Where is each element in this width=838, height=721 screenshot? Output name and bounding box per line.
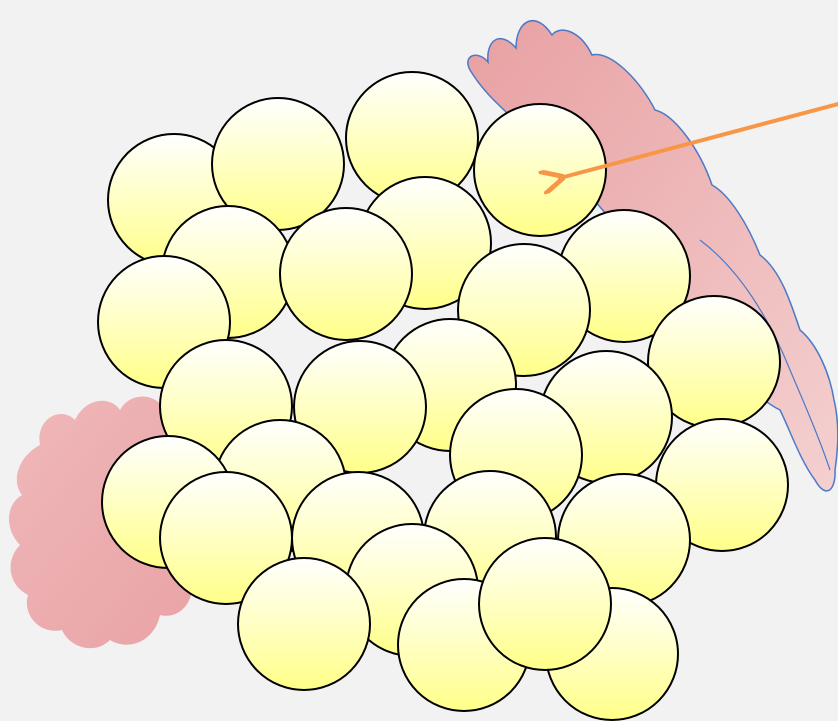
sphere [238,558,370,690]
sphere [479,538,611,670]
sphere [280,208,412,340]
